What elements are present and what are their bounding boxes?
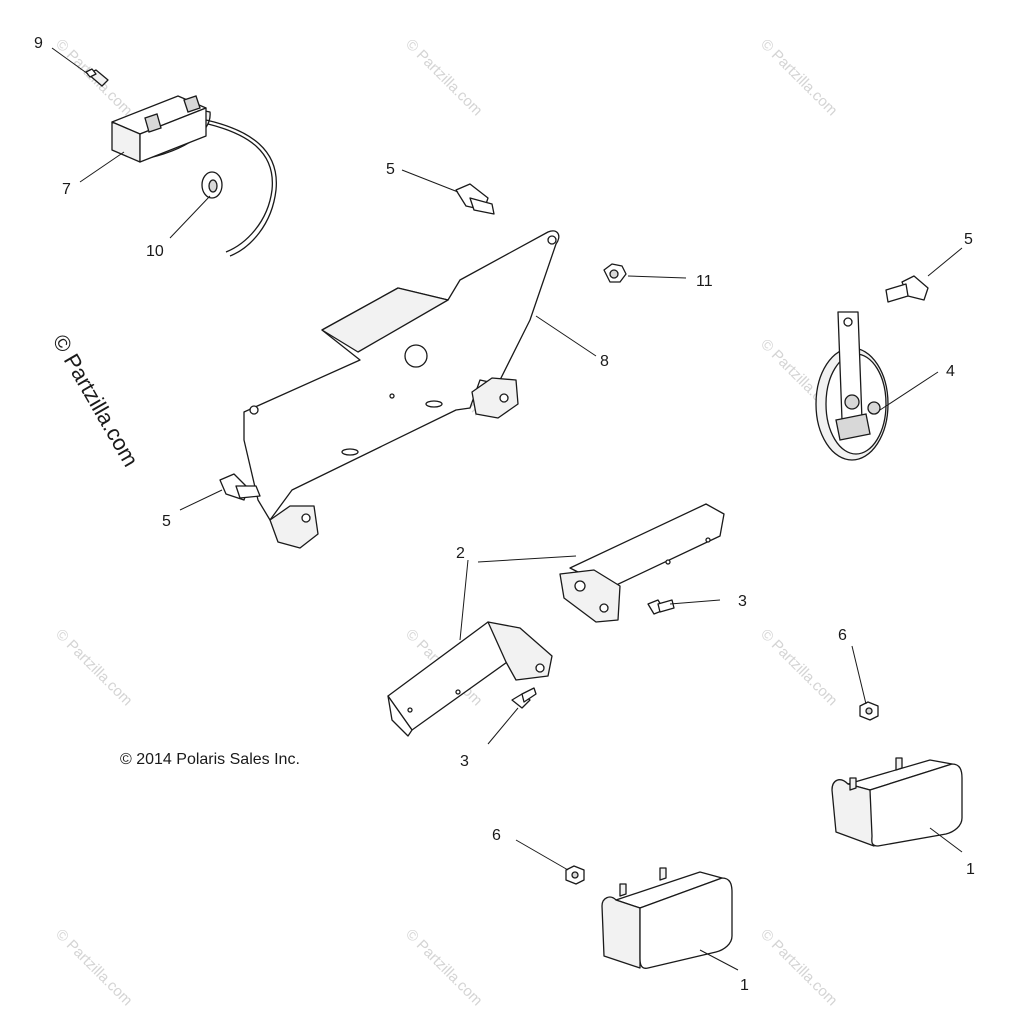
callout-6-upper: 6: [838, 627, 847, 644]
part-10-washer: [201, 171, 223, 199]
callout-4: 4: [946, 363, 955, 380]
callout-7: 7: [62, 181, 71, 198]
watermark-text: © Partzilla.com: [402, 36, 485, 119]
part-8-bracket: [243, 230, 560, 549]
part-5-bolt-top: [455, 183, 495, 215]
watermark-text: © Partzilla.com: [757, 926, 840, 1009]
watermark-text: © Partzilla.com: [757, 36, 840, 119]
callout-11: 11: [696, 273, 713, 290]
callout-1-lower: 1: [740, 977, 749, 994]
callout-9: 9: [34, 35, 43, 52]
part-5-bolt-right: [885, 275, 929, 303]
part-6-nut-upper: [859, 701, 879, 721]
part-9-screw: [85, 68, 109, 87]
part-6-nut-lower: [565, 865, 585, 885]
watermark-text: © Partzilla.com: [52, 626, 135, 709]
callout-6-lower: 6: [492, 827, 501, 844]
copyright-notice: © 2014 Polaris Sales Inc.: [120, 751, 300, 768]
callout-2: 2: [456, 545, 465, 562]
leader-lines: [51, 47, 963, 971]
watermark-text: © Partzilla.com: [757, 626, 840, 709]
callout-8: 8: [600, 353, 609, 370]
part-4-horn: [815, 311, 889, 461]
part-3-screw-upper: [647, 599, 675, 615]
side-watermark: © Partzilla.com: [48, 330, 144, 471]
callout-3-lower: 3: [460, 753, 469, 770]
callout-1-upper: 1: [966, 861, 975, 878]
part-2-hinge-upper: [559, 503, 725, 623]
part-7-module: [111, 95, 277, 257]
callout-5-right: 5: [964, 231, 973, 248]
callout-3-upper: 3: [738, 593, 747, 610]
part-1-lamp-lower: [601, 867, 733, 969]
part-3-screw-lower: [511, 687, 537, 709]
callout-5-left: 5: [162, 513, 171, 530]
watermark-text: © Partzilla.com: [402, 926, 485, 1009]
watermark-text: © Partzilla.com: [52, 926, 135, 1009]
part-5-bolt-left: [219, 473, 261, 501]
part-1-lamp-upper: [831, 757, 963, 847]
callout-10: 10: [146, 243, 164, 260]
part-2-hinge-lower: [387, 621, 553, 737]
part-11-nut: [603, 263, 627, 283]
callout-5-top: 5: [386, 161, 395, 178]
callouts: 9 7 10 5 11 5 8 4 5 2 3 3 6 1 6 1: [34, 35, 975, 994]
